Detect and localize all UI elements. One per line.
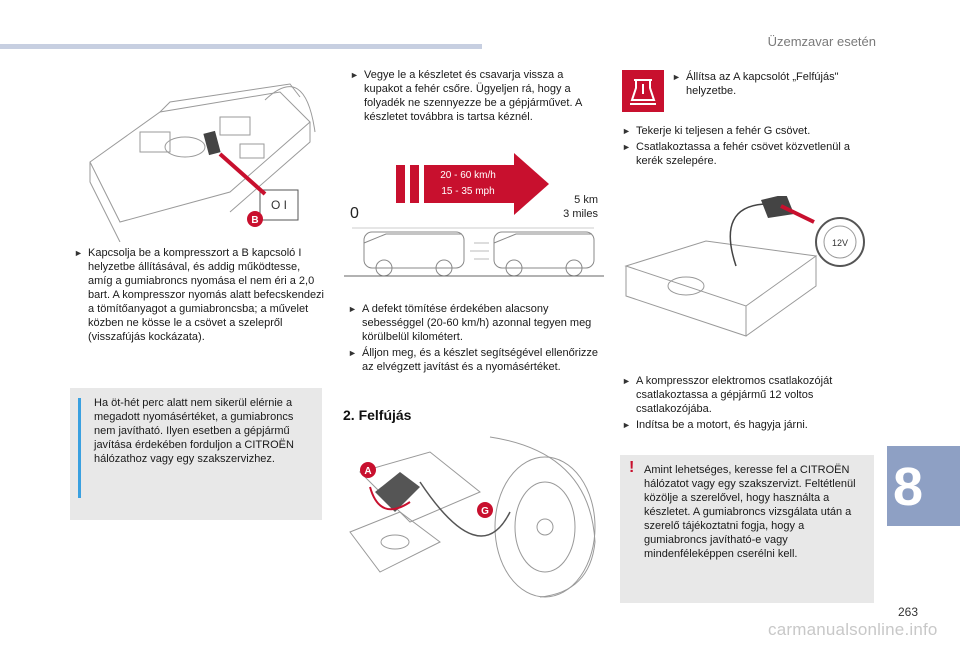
distance-km-label: 5 km bbox=[574, 194, 598, 206]
callout-a-label: A bbox=[364, 466, 371, 477]
power-plug-illustration: 12V bbox=[624, 196, 865, 337]
callout-g-circle bbox=[477, 502, 493, 518]
callout-b-label: B bbox=[251, 215, 258, 226]
inflation-illustration: A G bbox=[349, 436, 596, 598]
bullet-arrow-icon: ► bbox=[622, 420, 631, 430]
bullet-arrow-icon: ► bbox=[348, 348, 357, 358]
instruction-text: Indítsa be a motort, és hagyja járni. bbox=[636, 419, 808, 431]
instruction-text: Álljon meg, és a készlet segítségével el… bbox=[362, 347, 599, 373]
bullet-arrow-icon: ► bbox=[622, 126, 631, 136]
watermark: carmanualsonline.info bbox=[768, 620, 938, 639]
distance-miles-label: 3 miles bbox=[563, 208, 598, 220]
col3-instructions-power: ► A kompresszor elektromos csatlakozóját … bbox=[622, 374, 874, 434]
speed-distance-diagram bbox=[344, 153, 604, 277]
bullet-arrow-icon: ► bbox=[622, 376, 631, 386]
callout-a-circle bbox=[360, 462, 376, 478]
col3-instructions-top: ► Állítsa az A kapcsolót „Felfújás" helyz… bbox=[672, 70, 872, 100]
info-note: Ha öt-hét perc alatt nem sikerül elérnie… bbox=[70, 388, 322, 520]
info-icon bbox=[78, 398, 81, 498]
socket-12v-label: 12V bbox=[832, 238, 848, 248]
instruction-item: ► A kompresszor elektromos csatlakozóját … bbox=[622, 374, 874, 416]
speed-label-mph: 15 - 35 mph bbox=[441, 186, 495, 197]
callout-g-label: G bbox=[481, 506, 489, 517]
instruction-item: ► Tekerje ki teljesen a fehér G csövet. bbox=[622, 124, 874, 138]
compressor-switch-illustration: O I B bbox=[89, 83, 316, 242]
speed-label-kmh: 20 - 60 km/h bbox=[440, 170, 496, 181]
col1-instructions: ► Kapcsolja be a kompresszort a B kapcsol… bbox=[74, 246, 324, 346]
header-bar bbox=[0, 44, 482, 49]
instruction-text: Vegye le a készletet és csavarja vissza … bbox=[364, 69, 582, 123]
instruction-text: Tekerje ki teljesen a fehér G csövet. bbox=[636, 125, 811, 137]
info-note-text: Ha öt-hét perc alatt nem sikerül elérnie… bbox=[94, 397, 294, 465]
chapter-number: 8 bbox=[893, 457, 924, 517]
warning-note-text: Amint lehetséges, keresse fel a CITROËN … bbox=[644, 464, 856, 560]
instruction-item: ► Indítsa be a motort, és hagyja járni. bbox=[622, 418, 874, 432]
bullet-arrow-icon: ► bbox=[350, 70, 359, 80]
section-heading: 2. Felfújás bbox=[343, 407, 412, 423]
instruction-item: ► Vegye le a készletet és csavarja vissza… bbox=[350, 68, 600, 124]
tire-warning-icon bbox=[622, 70, 664, 112]
instruction-text: Csatlakoztassa a fehér csövet közvetlenü… bbox=[636, 141, 851, 167]
col3-instructions-hose: ► Tekerje ki teljesen a fehér G csövet. ►… bbox=[622, 124, 874, 170]
instruction-text: A defekt tömítése érdekében alacsony seb… bbox=[362, 303, 592, 343]
instruction-text: Állítsa az A kapcsolót „Felfújás" helyze… bbox=[686, 71, 839, 97]
instruction-item: ► Állítsa az A kapcsolót „Felfújás" helyz… bbox=[672, 70, 872, 98]
page-number: 263 bbox=[898, 605, 919, 619]
chapter-tab bbox=[887, 446, 960, 526]
section-title: Üzemzavar esetén bbox=[767, 34, 876, 49]
instruction-text: A kompresszor elektromos csatlakozóját c… bbox=[636, 375, 833, 415]
instruction-item: ► Álljon meg, és a készlet segítségével e… bbox=[348, 346, 602, 374]
instruction-item: ► Kapcsolja be a kompresszort a B kapcsol… bbox=[74, 246, 324, 344]
bullet-arrow-icon: ► bbox=[672, 72, 681, 82]
bullet-arrow-icon: ► bbox=[348, 304, 357, 314]
bullet-arrow-icon: ► bbox=[74, 248, 83, 258]
start-distance-label: 0 bbox=[350, 205, 359, 222]
instruction-text: Kapcsolja be a kompresszort a B kapcsoló… bbox=[88, 247, 325, 343]
col2-instructions-middle: ► A defekt tömítése érdekében alacsony se… bbox=[348, 302, 602, 376]
bullet-arrow-icon: ► bbox=[622, 142, 631, 152]
svg-text:O I: O I bbox=[271, 198, 287, 212]
instruction-item: ► A defekt tömítése érdekében alacsony se… bbox=[348, 302, 602, 344]
warning-exclamation-icon: ! bbox=[629, 459, 635, 476]
warning-note: ! Amint lehetséges, keresse fel a CITROË… bbox=[620, 455, 874, 603]
callout-b-circle bbox=[247, 211, 263, 227]
instruction-item: ► Csatlakoztassa a fehér csövet közvetlen… bbox=[622, 140, 874, 168]
col2-instructions-top: ► Vegye le a készletet és csavarja vissza… bbox=[350, 68, 600, 126]
